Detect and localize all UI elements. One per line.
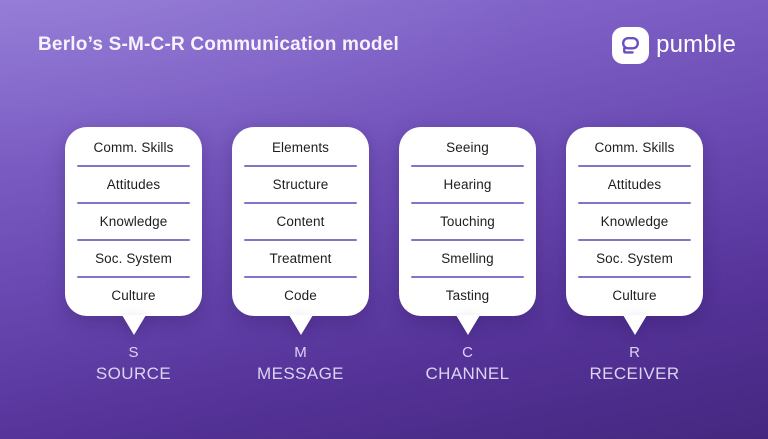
column-letter: M (294, 344, 307, 361)
list-item: Tasting (445, 288, 490, 303)
divider (244, 239, 357, 241)
divider (77, 239, 190, 241)
speech-bubble-tail (622, 315, 647, 335)
list-item: Hearing (443, 177, 492, 192)
column-receiver: Comm. Skills Attitudes Knowledge Soc. Sy… (566, 127, 703, 384)
divider (411, 276, 524, 278)
speech-bubble-tail (455, 315, 480, 335)
list-item: Culture (612, 288, 657, 303)
divider (77, 276, 190, 278)
divider (578, 165, 691, 167)
header: Berlo’s S-M-C-R Communication model pumb… (0, 0, 768, 70)
column-name: SOURCE (95, 363, 172, 383)
channel-card: Seeing Hearing Touching Smelling Tasting (399, 127, 536, 316)
speech-bubble-tail (288, 315, 313, 335)
divider (411, 165, 524, 167)
receiver-card: Comm. Skills Attitudes Knowledge Soc. Sy… (566, 127, 703, 316)
list-item: Smelling (441, 251, 494, 266)
smcr-diagram: Comm. Skills Attitudes Knowledge Soc. Sy… (0, 127, 768, 384)
column-name: CHANNEL (425, 363, 510, 383)
column-message: Elements Structure Content Treatment Cod… (232, 127, 369, 384)
divider (244, 202, 357, 204)
column-source: Comm. Skills Attitudes Knowledge Soc. Sy… (65, 127, 202, 384)
pumble-logo-text: pumble (656, 31, 736, 58)
list-item: Attitudes (607, 177, 662, 192)
divider (77, 165, 190, 167)
list-item: Touching (440, 214, 495, 229)
divider (244, 276, 357, 278)
list-item: Content (276, 214, 325, 229)
list-item: Knowledge (600, 214, 669, 229)
divider (244, 165, 357, 167)
list-item: Soc. System (95, 251, 172, 266)
divider (578, 276, 691, 278)
column-label-message: M MESSAGE (257, 344, 344, 384)
message-card: Elements Structure Content Treatment Cod… (232, 127, 369, 316)
pumble-speech-bubble-icon (612, 26, 650, 64)
list-item: Treatment (269, 251, 332, 266)
page-title: Berlo’s S-M-C-R Communication model (38, 34, 399, 55)
divider (578, 202, 691, 204)
source-card: Comm. Skills Attitudes Knowledge Soc. Sy… (65, 127, 202, 316)
list-item: Soc. System (596, 251, 673, 266)
list-item: Elements (271, 140, 330, 155)
column-letter: R (629, 344, 640, 361)
pumble-logo: pumble (612, 26, 736, 64)
list-item: Seeing (446, 140, 489, 155)
divider (411, 202, 524, 204)
list-item: Comm. Skills (594, 140, 675, 155)
list-item: Culture (111, 288, 156, 303)
divider (578, 239, 691, 241)
list-item: Structure (272, 177, 329, 192)
list-item: Attitudes (106, 177, 161, 192)
column-letter: S (128, 344, 139, 361)
divider (77, 202, 190, 204)
list-item: Comm. Skills (93, 140, 174, 155)
list-item: Knowledge (99, 214, 168, 229)
column-name: MESSAGE (257, 363, 344, 383)
column-channel: Seeing Hearing Touching Smelling Tasting… (399, 127, 536, 384)
divider (411, 239, 524, 241)
column-label-receiver: R RECEIVER (589, 344, 679, 384)
speech-bubble-tail (121, 315, 146, 335)
column-label-channel: C CHANNEL (425, 344, 509, 384)
list-item: Code (284, 288, 317, 303)
column-letter: C (462, 344, 473, 361)
column-name: RECEIVER (589, 363, 680, 383)
column-label-source: S SOURCE (96, 344, 171, 384)
